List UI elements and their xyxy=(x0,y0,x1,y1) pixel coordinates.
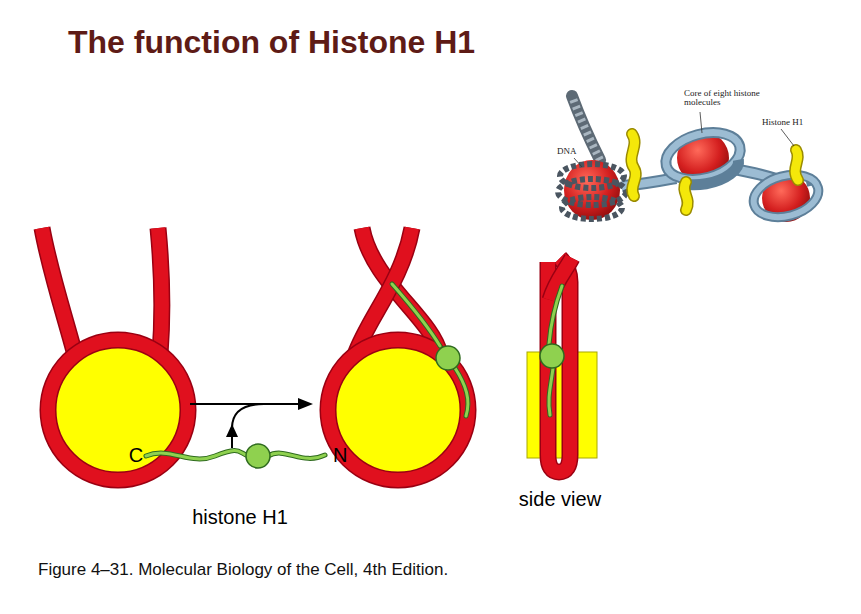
inset-figure xyxy=(558,96,823,224)
part-label: Histone H1 xyxy=(762,118,803,127)
nucleosome-bound xyxy=(328,228,468,480)
histone-h1-molecule xyxy=(146,444,325,468)
figure-caption: Figure 4–31. Molecular Biology of the Ce… xyxy=(38,560,448,580)
part-label: histone H1 xyxy=(192,506,288,529)
slide-title-holder: The function of Histone H1 xyxy=(68,24,475,61)
part-label-holder: histone H1 xyxy=(192,506,288,529)
terminus-label: C xyxy=(129,444,143,467)
part-label-holder: DNA xyxy=(557,147,577,156)
terminus-label-holder: N xyxy=(333,444,347,467)
part-label: Core of eight histone molecules xyxy=(684,89,766,108)
figure-caption-holder: Figure 4–31. Molecular Biology of the Ce… xyxy=(38,560,448,580)
nucleosome-side-view xyxy=(527,258,597,472)
slide-title: The function of Histone H1 xyxy=(68,24,475,61)
view-label-holder: side view xyxy=(519,488,601,511)
part-label-holder: Histone H1 xyxy=(762,118,803,127)
nucleosome-free xyxy=(42,228,188,480)
terminus-label: N xyxy=(333,444,347,467)
reaction-arrow xyxy=(190,398,313,448)
terminus-label-holder: C xyxy=(129,444,143,467)
part-label-holder: Core of eight histone molecules xyxy=(684,89,766,108)
part-label: DNA xyxy=(557,147,577,156)
view-label: side view xyxy=(519,488,601,511)
